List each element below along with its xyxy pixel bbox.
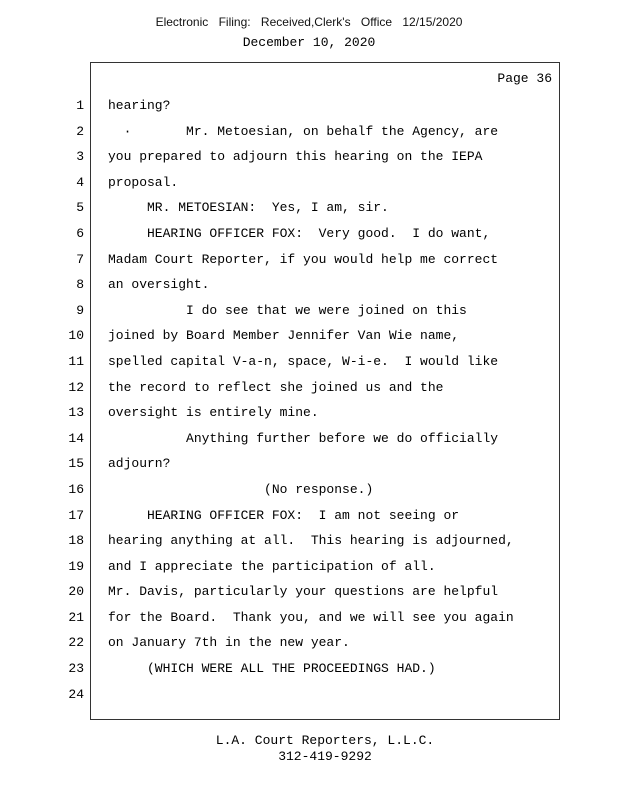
line-number: 19 <box>68 558 84 574</box>
transcript-line: 21 for the Board. Thank you, and we will … <box>60 605 560 631</box>
line-number: 6 <box>76 225 84 241</box>
transcript-line: 13 oversight is entirely mine. <box>60 400 560 426</box>
transcript-lines: 1 hearing? 2 · Mr. Metoesian, on behalf th… <box>60 93 560 707</box>
line-number: 2 <box>76 123 84 139</box>
transcript-line: 2 · Mr. Metoesian, on behalf the Agency,… <box>60 119 560 145</box>
line-text: and I appreciate the participation of al… <box>108 558 436 574</box>
line-number: 14 <box>68 430 84 446</box>
line-text: (No response.) <box>108 481 374 497</box>
line-text: Mr. Davis, particularly your questions a… <box>108 584 499 600</box>
transcript-line: 5 MR. METOESIAN: Yes, I am, sir. <box>60 195 560 221</box>
line-text: you prepared to adjourn this hearing on … <box>108 149 483 165</box>
transcript-line: 4 proposal. <box>60 170 560 196</box>
transcript-line: 3 you prepared to adjourn this hearing on… <box>60 144 560 170</box>
line-text: (WHICH WERE ALL THE PROCEEDINGS HAD.) <box>108 661 436 677</box>
line-number: 20 <box>68 584 84 600</box>
transcript-border-box <box>90 62 560 720</box>
line-number: 5 <box>76 200 84 216</box>
transcript-line: 16 (No response.) <box>60 477 560 503</box>
line-text: proposal. <box>108 174 179 190</box>
line-text: hearing? <box>108 98 171 113</box>
line-text: the record to reflect she joined us and … <box>108 379 444 395</box>
line-text: on January 7th in the new year. <box>108 635 350 651</box>
line-text: HEARING OFFICER FOX: Very good. I do wan… <box>108 225 491 241</box>
transcript-line: 15 adjourn? <box>60 451 560 477</box>
transcript-line: 7 Madam Court Reporter, if you would help… <box>60 247 560 273</box>
page-number-label: Page 36 <box>497 71 552 86</box>
line-number: 13 <box>68 405 84 421</box>
transcript-line: 20 Mr. Davis, particularly your questions… <box>60 579 560 605</box>
line-number: 15 <box>68 456 84 472</box>
line-text: oversight is entirely mine. <box>108 405 319 421</box>
line-number: 24 <box>68 686 84 702</box>
transcript-line: 12 the record to reflect she joined us an… <box>60 375 560 401</box>
line-text: joined by Board Member Jennifer Van Wie … <box>108 328 460 344</box>
line-number: 3 <box>76 149 84 165</box>
transcript-line: 14 Anything further before we do officia… <box>60 426 560 452</box>
line-number: 21 <box>68 609 84 625</box>
line-text: an oversight. <box>108 277 210 293</box>
hearing-date: December 10, 2020 <box>242 35 376 50</box>
line-number: 23 <box>68 661 84 677</box>
line-number: 22 <box>68 635 84 651</box>
line-number: 10 <box>68 328 84 344</box>
transcript-line: 11 spelled capital V-a-n, space, W-i-e. I… <box>60 349 560 375</box>
transcript-line: 19 and I appreciate the participation of … <box>60 554 560 580</box>
line-number: 9 <box>76 302 84 318</box>
line-number: 11 <box>68 353 84 369</box>
line-number: 1 <box>76 98 84 113</box>
transcript-line: 1 hearing? <box>60 93 560 119</box>
transcript-line: 17 HEARING OFFICER FOX: I am not seeing … <box>60 503 560 529</box>
line-number: 8 <box>76 277 84 293</box>
line-text: for the Board. Thank you, and we will se… <box>108 609 514 625</box>
line-number: 17 <box>68 507 84 523</box>
line-number: 12 <box>68 379 84 395</box>
court-reporter-phone: 312-419-9292 <box>278 749 372 764</box>
transcript-line: 9 I do see that we were joined on this <box>60 298 560 324</box>
line-text: MR. METOESIAN: Yes, I am, sir. <box>108 200 389 216</box>
line-text: Madam Court Reporter, if you would help … <box>108 251 499 267</box>
line-number: 18 <box>68 533 84 549</box>
court-reporter-company: L.A. Court Reporters, L.L.C. <box>215 733 435 748</box>
transcript-line: 18 hearing anything at all. This hearing … <box>60 528 560 554</box>
line-text: Anything further before we do officially <box>108 430 499 446</box>
line-number: 4 <box>76 174 84 190</box>
line-number: 7 <box>76 251 84 267</box>
line-text: hearing anything at all. This hearing is… <box>108 533 514 549</box>
transcript-line: 24 <box>60 682 560 708</box>
line-text: · Mr. Metoesian, on behalf the Agency, a… <box>108 123 499 139</box>
transcript-line: 23 (WHICH WERE ALL THE PROCEEDINGS HAD.) <box>60 656 560 682</box>
transcript-line: 10 joined by Board Member Jennifer Van Wi… <box>60 323 560 349</box>
transcript-line: 22 on January 7th in the new year. <box>60 630 560 656</box>
line-text: HEARING OFFICER FOX: I am not seeing or <box>108 507 460 523</box>
line-number: 16 <box>68 481 84 497</box>
line-text: spelled capital V-a-n, space, W-i-e. I w… <box>108 353 499 369</box>
line-text: I do see that we were joined on this <box>108 302 467 318</box>
line-text: adjourn? <box>108 456 171 472</box>
transcript-line: 6 HEARING OFFICER FOX: Very good. I do w… <box>60 221 560 247</box>
transcript-line: 8 an oversight. <box>60 272 560 298</box>
efiling-stamp: Electronic Filing: Received,Clerk's Offi… <box>155 15 463 29</box>
